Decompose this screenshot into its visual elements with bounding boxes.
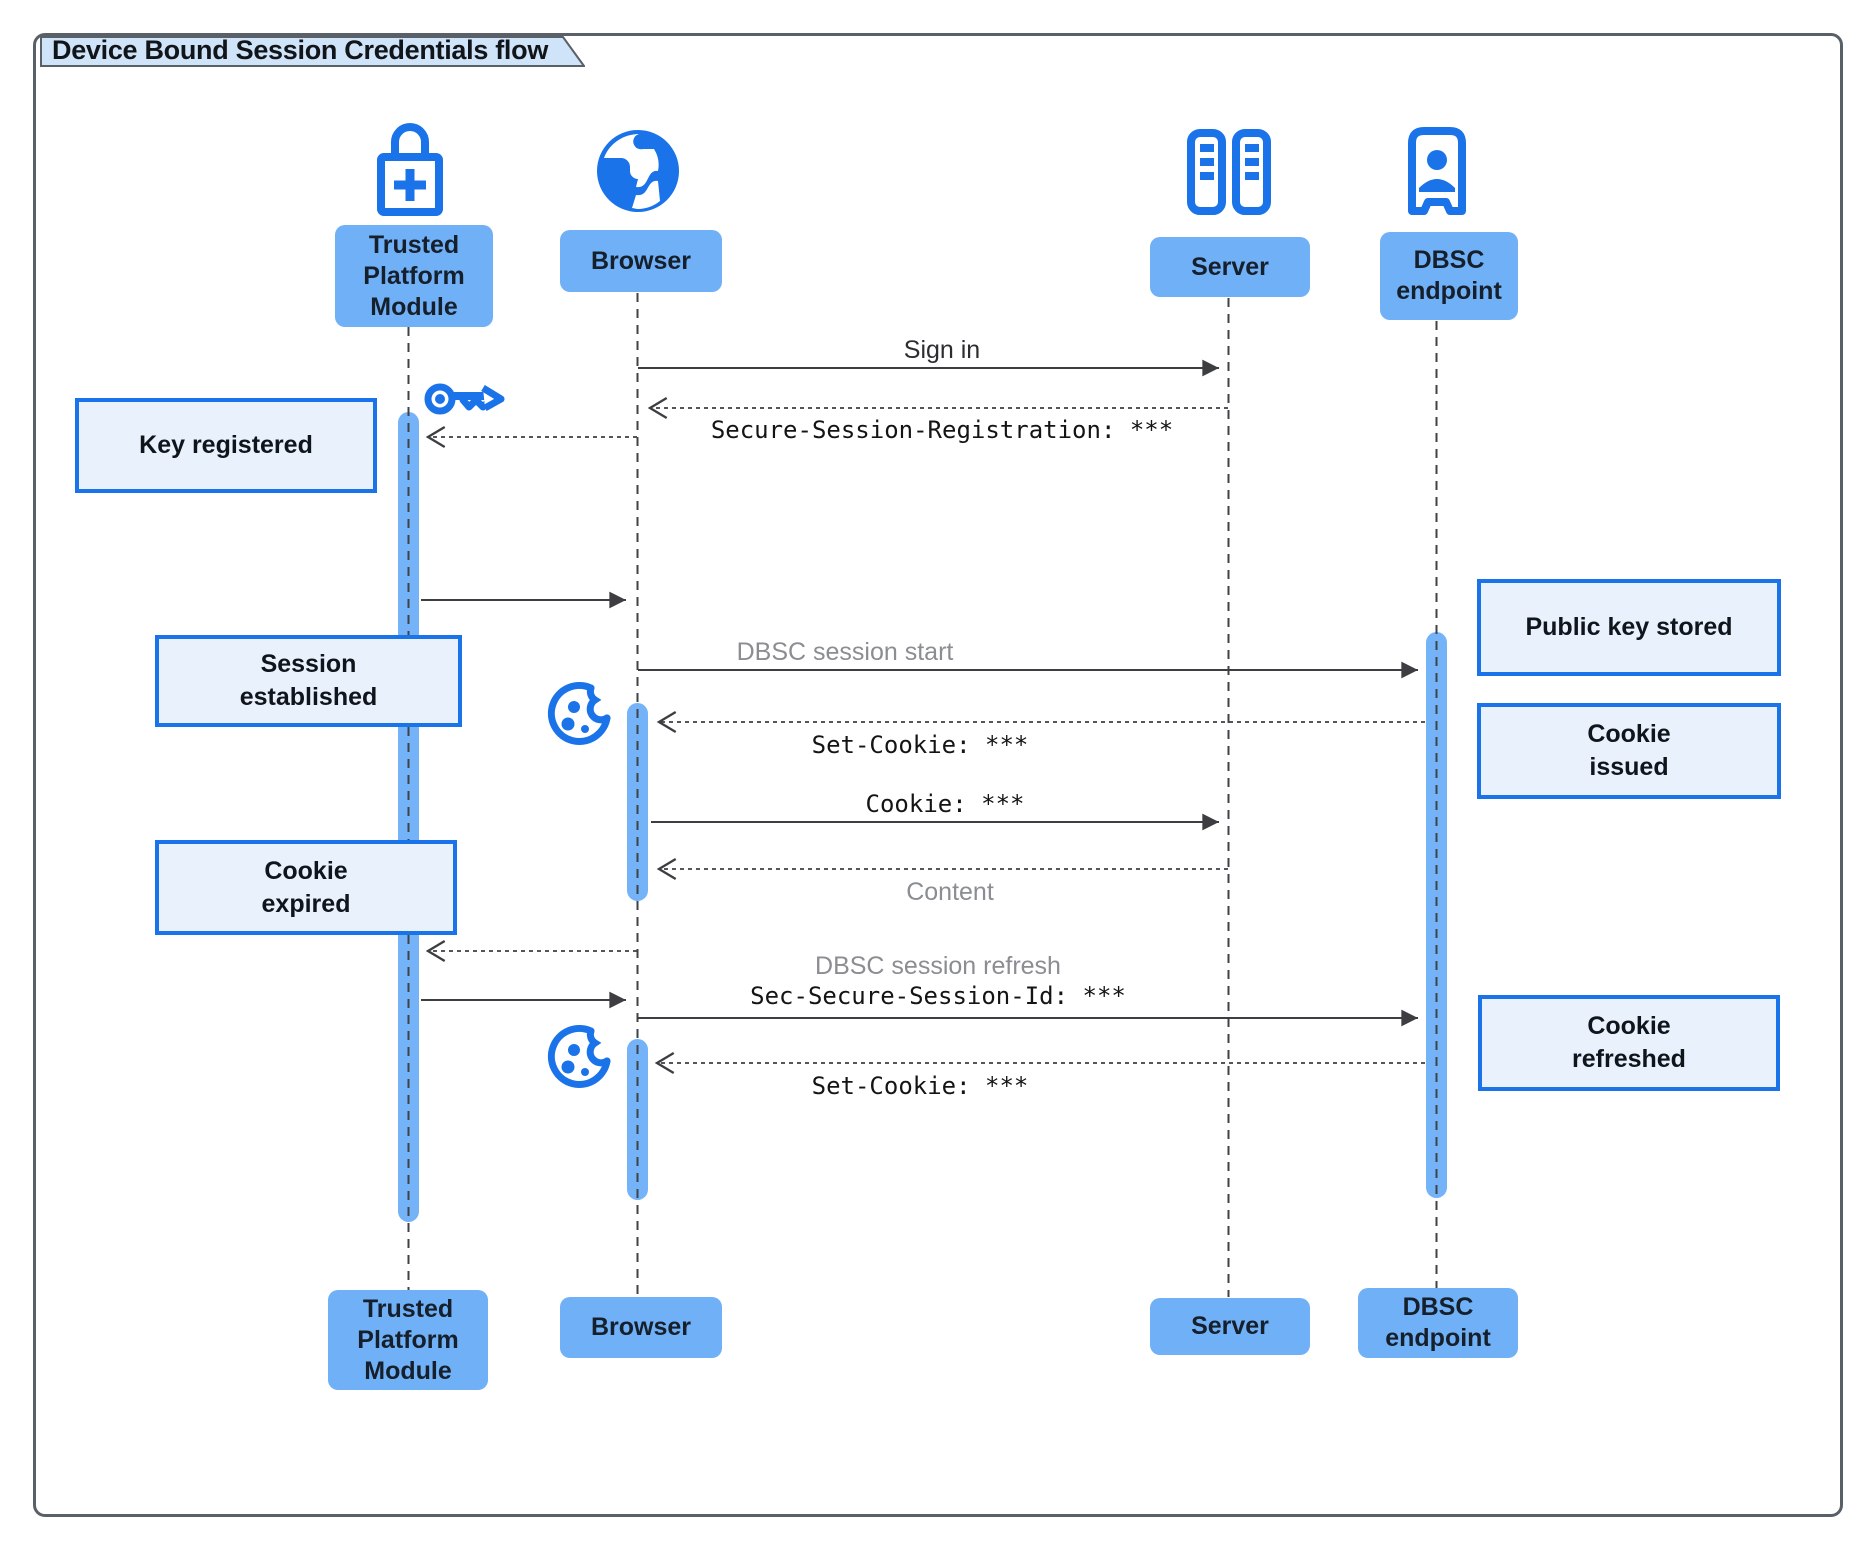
note-key-registered: Key registered	[75, 398, 377, 493]
note-cookie-expired: Cookie expired	[155, 840, 457, 935]
message-set-cookie-1: Set-Cookie: ***	[811, 731, 1029, 759]
server-icon	[1187, 129, 1271, 215]
note-cookie-refreshed: Cookie refreshed	[1478, 995, 1780, 1091]
participant-browser-top: Browser	[560, 230, 722, 292]
lock-plus-icon	[377, 123, 443, 216]
participant-dbsc-top: DBSC endpoint	[1380, 232, 1518, 320]
activation-browser-2	[627, 1039, 648, 1200]
globe-icon	[597, 130, 679, 212]
message-sign-in: Sign in	[903, 336, 981, 364]
cookie-icon-1	[547, 681, 611, 745]
title-tab	[40, 36, 585, 67]
cookie-icon-2	[547, 1024, 611, 1088]
message-cookie: Cookie: ***	[865, 790, 1025, 818]
participant-tpm-bottom: Trusted Platform Module	[328, 1290, 488, 1390]
participant-tpm-top: Trusted Platform Module	[335, 225, 493, 327]
message-set-cookie-2: Set-Cookie: ***	[811, 1072, 1029, 1100]
note-session-established: Session established	[155, 635, 462, 727]
participant-browser-bottom: Browser	[560, 1297, 722, 1358]
diagram-title: Device Bound Session Credentials flow	[52, 35, 549, 65]
participant-server-bottom: Server	[1150, 1298, 1310, 1355]
message-dbsc-session-refresh: DBSC session refresh	[815, 952, 1061, 980]
message-content: Content	[906, 878, 994, 906]
message-secure-session-registration: Secure-Session-Registration: ***	[710, 416, 1174, 444]
endpoint-booth-icon	[1408, 127, 1466, 215]
participant-server-top: Server	[1150, 237, 1310, 297]
participant-dbsc-bottom: DBSC endpoint	[1358, 1288, 1518, 1358]
message-dbsc-session-start: DBSC session start	[736, 638, 954, 666]
message-sec-secure-session-id: Sec-Secure-Session-Id: ***	[750, 982, 1126, 1010]
note-cookie-issued: Cookie issued	[1477, 703, 1781, 799]
activation-browser-1	[627, 703, 648, 901]
key-icon	[424, 383, 505, 415]
note-public-key-stored: Public key stored	[1477, 579, 1781, 676]
activation-tpm	[398, 412, 419, 1222]
